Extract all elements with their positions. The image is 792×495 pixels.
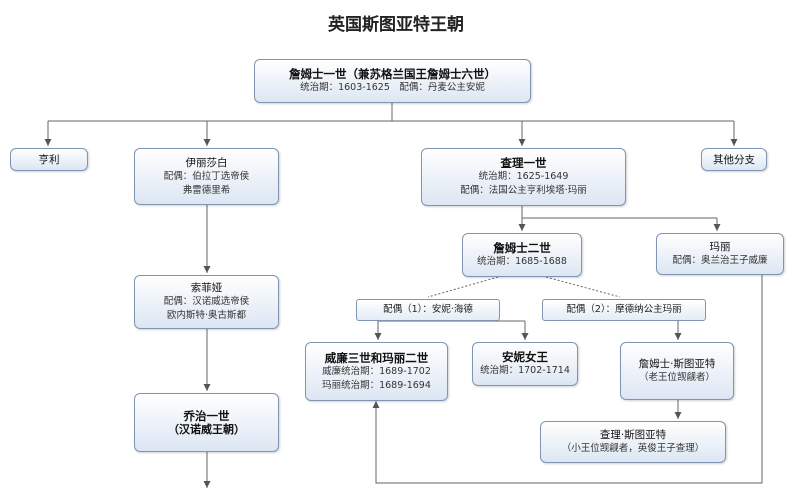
node-james2[interactable]: 詹姆士二世 统治期：1685-1688 [462,233,582,277]
node-sophia-detail1: 配偶：汉诺威选帝侯 [163,296,250,307]
node-others-name: 其他分支 [713,153,755,166]
line-mary-to-william-mary [372,275,763,484]
node-james-stuart-name: 詹姆士·斯图亚特 [638,358,716,370]
node-anne[interactable]: 安妮女王 统治期：1702-1714 [472,342,578,386]
node-george1-detail: （汉诺威王朝） [168,422,245,436]
node-sophia[interactable]: 索菲娅 配偶：汉诺威选帝侯 欧内斯特·奥古斯都 [134,275,279,329]
node-james1-name: 詹姆士一世（兼苏格兰国王詹姆士六世） [289,67,496,81]
node-william-mary-detail1: 威廉统治期：1689-1702 [322,365,431,377]
node-george1[interactable]: 乔治一世 （汉诺威王朝） [134,393,279,452]
node-mary-detail: 配偶：奥兰治王子威廉 [672,255,768,266]
node-others[interactable]: 其他分支 [701,148,767,171]
node-elizabeth-name: 伊丽莎白 [185,156,228,169]
node-william-mary-name: 威廉三世和玛丽二世 [324,350,429,365]
spouse2-label[interactable]: 配偶（2）：摩德纳公主玛丽 [542,299,706,321]
node-james-stuart[interactable]: 詹姆士·斯图亚特 （老王位觊觎者） [620,342,734,400]
node-james2-name: 詹姆士二世 [493,241,551,255]
node-james-stuart-detail: （老王位觊觎者） [638,372,715,383]
node-charles1[interactable]: 查理一世 统治期：1625-1649 配偶：法国公主亨利埃塔·玛丽 [421,148,626,206]
node-charles1-detail2: 配偶：法国公主亨利埃塔·玛丽 [460,185,587,196]
node-sophia-detail2: 欧内斯特·奥古斯都 [166,310,247,321]
node-henry[interactable]: 亨利 [10,148,88,171]
line-spouse1 [427,276,499,298]
node-mary[interactable]: 玛丽 配偶：奥兰治王子威廉 [656,233,784,275]
node-henry-name: 亨利 [38,153,60,166]
node-charles1-name: 查理一世 [500,156,547,170]
node-elizabeth-detail1: 配偶：伯拉丁选帝侯 [163,170,250,182]
node-mary-name: 玛丽 [709,241,731,253]
node-charles-stuart[interactable]: 查理·斯图亚特 （小王位觊觎者，英俊王子查理） [540,421,726,463]
spouse1-label[interactable]: 配偶（1）：安妮·海德 [356,299,500,321]
node-anne-detail: 统治期：1702-1714 [480,365,570,376]
node-william-mary[interactable]: 威廉三世和玛丽二世 威廉统治期：1689-1702 玛丽统治期：1689-169… [305,342,448,401]
node-elizabeth-detail2: 弗雷德里希 [182,184,231,196]
node-james1[interactable]: 詹姆士一世（兼苏格兰国王詹姆士六世） 统治期：1603-1625 配偶：丹麦公主… [254,59,531,103]
node-elizabeth[interactable]: 伊丽莎白 配偶：伯拉丁选帝侯 弗雷德里希 [134,148,279,205]
node-james1-detail: 统治期：1603-1625 配偶：丹麦公主安妮 [300,82,485,93]
node-charles-stuart-name: 查理·斯图亚特 [599,429,667,441]
diagram-title: 英国斯图亚特王朝 [328,15,464,35]
node-charles1-detail1: 统治期：1625-1649 [478,171,569,182]
node-anne-name: 安妮女王 [502,350,548,364]
line-spouse2 [545,276,621,298]
node-sophia-name: 索菲娅 [190,282,223,294]
node-george1-name: 乔治一世 [183,408,230,423]
node-james2-detail: 统治期：1685-1688 [477,256,567,267]
node-william-mary-detail2: 玛丽统治期：1689-1694 [322,379,431,391]
node-charles-stuart-detail: （小王位觊觎者，英俊王子查理） [561,443,705,454]
